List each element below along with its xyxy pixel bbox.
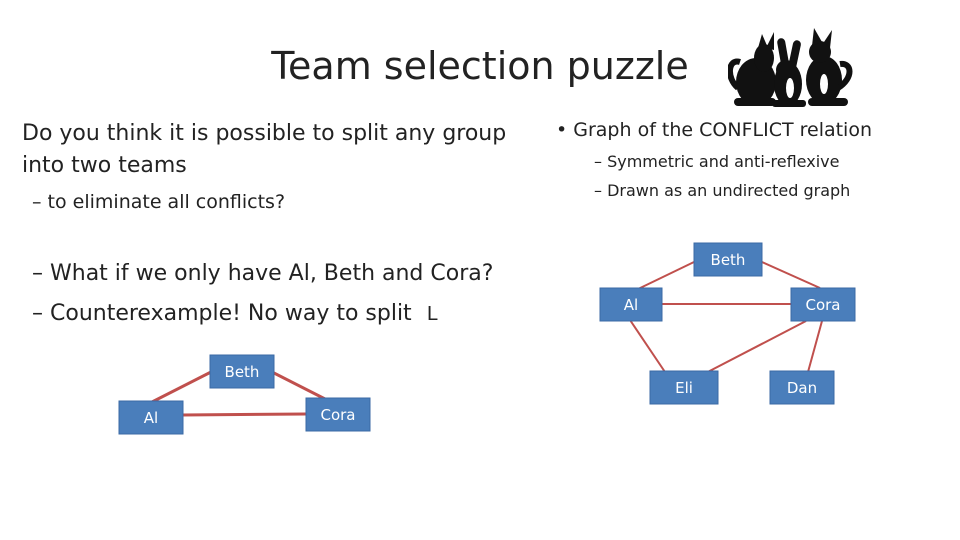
sub-bullet-symmetric: – Symmetric and anti-reflexive bbox=[594, 152, 840, 171]
node-cora: Cora bbox=[305, 397, 371, 432]
edge-beth-al bbox=[149, 370, 212, 405]
bullet-counterexample: – Counterexample! No way to split L bbox=[32, 301, 445, 326]
svg-text:Eli: Eli bbox=[675, 379, 693, 397]
node-eli: Eli bbox=[649, 370, 719, 405]
bullet-conflict-graph: • Graph of the CONFLICT relation bbox=[556, 119, 873, 141]
slide-title: Team selection puzzle bbox=[271, 44, 689, 88]
edge-al-cora bbox=[181, 412, 307, 417]
edge-cora-dan bbox=[807, 320, 823, 373]
svg-text:Cora: Cora bbox=[320, 406, 355, 424]
node-beth: Beth bbox=[209, 354, 275, 389]
svg-text:Al: Al bbox=[144, 409, 158, 427]
edge-al-eli bbox=[629, 319, 668, 376]
frown-face-icon: L bbox=[427, 303, 438, 325]
cats-silhouette-icon bbox=[728, 28, 853, 107]
node-al: Al bbox=[599, 287, 663, 322]
graph-small: Beth Al Cora bbox=[118, 354, 371, 435]
svg-text:Beth: Beth bbox=[225, 363, 260, 381]
sub-bullet-conflicts: – to eliminate all conflicts? bbox=[32, 191, 286, 213]
edge-eli-cora bbox=[699, 320, 807, 377]
svg-text:Beth: Beth bbox=[711, 251, 746, 269]
sub-bullet-undirected: – Drawn as an undirected graph bbox=[594, 181, 851, 200]
node-beth: Beth bbox=[693, 242, 763, 277]
node-al: Al bbox=[118, 400, 184, 435]
graph-large: Beth Al Cora Eli Dan bbox=[599, 242, 856, 405]
svg-text:L: L bbox=[427, 303, 438, 323]
edge-beth-cora bbox=[761, 261, 821, 289]
svg-text:Dan: Dan bbox=[787, 379, 817, 397]
node-cora: Cora bbox=[790, 287, 856, 322]
node-dan: Dan bbox=[769, 370, 835, 405]
bullet-al-beth-cora: – What if we only have Al, Beth and Cora… bbox=[32, 261, 494, 286]
svg-text:Al: Al bbox=[624, 296, 638, 314]
edge-beth-al bbox=[635, 261, 695, 291]
question-text: Do you think it is possible to split any… bbox=[22, 121, 507, 178]
svg-text:Cora: Cora bbox=[805, 296, 840, 314]
